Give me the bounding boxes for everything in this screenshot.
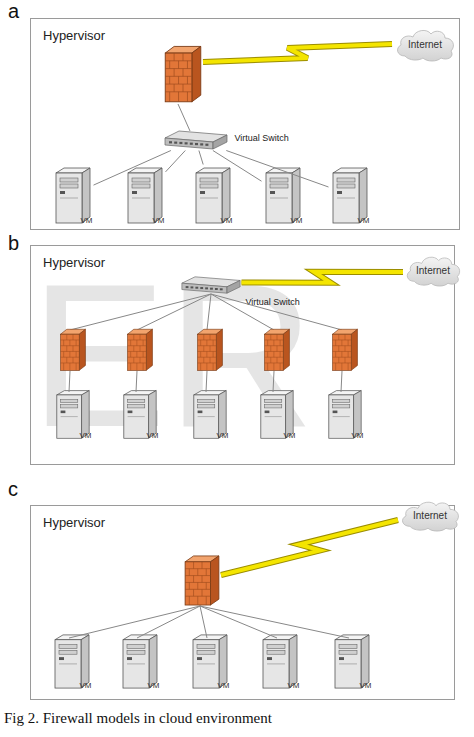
vm-label: VM bbox=[291, 217, 303, 225]
virtual-machine: VM bbox=[262, 165, 304, 225]
internet-label: Internet bbox=[393, 26, 457, 62]
virtual-switch: Virtual Switch bbox=[163, 129, 229, 151]
wires bbox=[69, 606, 349, 638]
vm-label: VM bbox=[153, 217, 165, 225]
switch-label: Virtual Switch bbox=[235, 133, 289, 143]
vm-label: VM bbox=[81, 217, 93, 225]
firewall-icon bbox=[165, 46, 201, 101]
switch-icon bbox=[180, 275, 242, 295]
vm-label: VM bbox=[352, 432, 364, 440]
server-icon bbox=[192, 165, 234, 225]
firewall-icon bbox=[185, 556, 219, 605]
lightning-outline bbox=[221, 520, 398, 575]
link-line bbox=[226, 151, 328, 188]
internet-cloud: Internet bbox=[403, 253, 463, 287]
hypervisor-label: Hypervisor bbox=[43, 255, 105, 270]
virtual-machine: VM bbox=[325, 388, 365, 440]
firewall-icon bbox=[265, 329, 290, 370]
switch-icon bbox=[163, 129, 229, 151]
virtual-machine: VM bbox=[329, 165, 371, 225]
vm-label: VM bbox=[80, 682, 92, 690]
firewall-icon bbox=[198, 329, 223, 370]
hypervisor-label: Hypervisor bbox=[43, 515, 105, 530]
virtual-machine: VM bbox=[120, 388, 160, 440]
virtual-machine: VM bbox=[259, 632, 301, 690]
link-line bbox=[166, 151, 186, 172]
virtual-machine: VM bbox=[124, 165, 166, 225]
wires bbox=[69, 294, 342, 392]
hypervisor-box: HypervisorVirtual SwitchVM VM VM VM VM bbox=[30, 18, 460, 230]
virtual-switch: Virtual Switch bbox=[180, 275, 242, 295]
link-line bbox=[94, 151, 171, 186]
firewall-icon bbox=[128, 329, 153, 370]
virtual-machine: VM bbox=[257, 388, 297, 440]
lightning-bolt bbox=[221, 520, 398, 575]
firewall-icon bbox=[61, 329, 86, 370]
virtual-machine: VM bbox=[189, 632, 231, 690]
panel-letter: b bbox=[8, 233, 19, 253]
virtual-machine: VM bbox=[52, 165, 94, 225]
server-icon bbox=[329, 165, 371, 225]
vm-label: VM bbox=[80, 432, 92, 440]
internet-label: Internet bbox=[403, 253, 463, 287]
link-line bbox=[213, 151, 262, 182]
lightning-link bbox=[242, 272, 404, 283]
virtual-machine: VM bbox=[53, 388, 93, 440]
vm-label: VM bbox=[360, 682, 372, 690]
vm-label: VM bbox=[148, 682, 160, 690]
vm-label: VM bbox=[358, 217, 370, 225]
lightning-outline bbox=[203, 44, 392, 62]
panel-letter: c bbox=[8, 479, 18, 499]
server-icon bbox=[52, 165, 94, 225]
vm-label: VM bbox=[221, 217, 233, 225]
hypervisor-box: HypervisorVirtual SwitchVM VM VM VM VM bbox=[30, 245, 455, 465]
switch-label: Virtual Switch bbox=[246, 297, 300, 307]
figure-caption: Fig 2. Firewall models in cloud environm… bbox=[4, 710, 272, 727]
firewall-icon bbox=[333, 329, 358, 370]
virtual-machine: VM bbox=[331, 632, 373, 690]
internet-label: Internet bbox=[398, 498, 462, 532]
wire bbox=[178, 104, 190, 131]
virtual-machine: VM bbox=[51, 632, 93, 690]
lightning-bolt bbox=[203, 44, 392, 62]
internet-cloud: Internet bbox=[398, 498, 462, 532]
vm-label: VM bbox=[218, 682, 230, 690]
panel-letter: a bbox=[8, 1, 19, 21]
virtual-machine: VM bbox=[190, 388, 230, 440]
link-line bbox=[199, 151, 203, 165]
virtual-machine: VM bbox=[119, 632, 161, 690]
vm-label: VM bbox=[147, 432, 159, 440]
vm-label: VM bbox=[284, 432, 296, 440]
internet-cloud: Internet bbox=[393, 26, 457, 62]
server-icon bbox=[124, 165, 166, 225]
hypervisor-box: HypervisorVM VM VM VM VM bbox=[30, 505, 455, 700]
vm-label: VM bbox=[288, 682, 300, 690]
virtual-machine: VM bbox=[192, 165, 234, 225]
hypervisor-label: Hypervisor bbox=[43, 28, 105, 43]
server-icon bbox=[262, 165, 304, 225]
vm-label: VM bbox=[217, 432, 229, 440]
